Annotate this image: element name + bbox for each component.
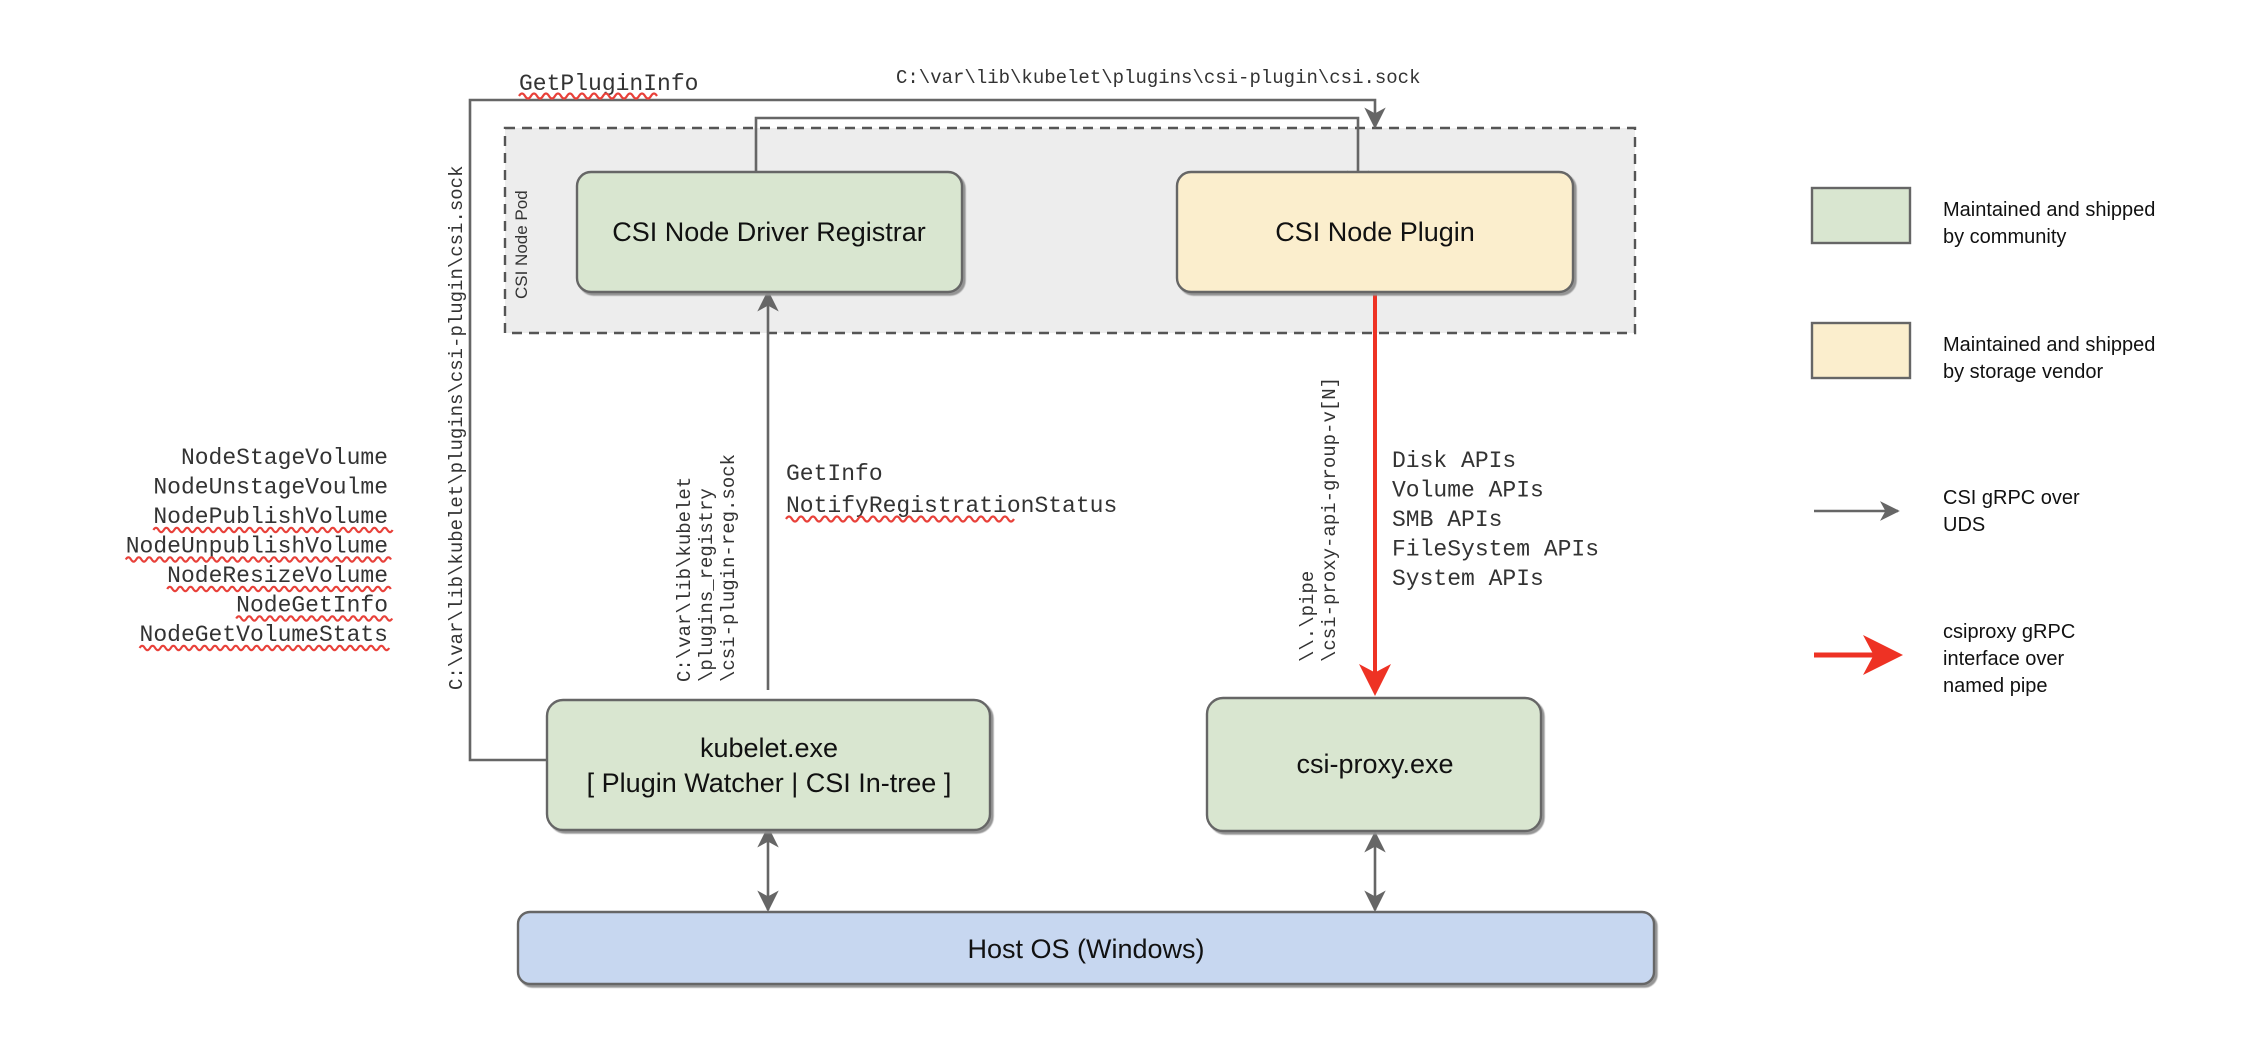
registry-path-line-2: \plugins_registry [696, 488, 718, 682]
node-csi-node-plugin[interactable]: CSI Node Plugin [1175, 170, 1575, 294]
legend-swatch-community-color [1810, 186, 1912, 245]
node-host-os[interactable]: Host OS (Windows) [516, 910, 1656, 986]
node-api-item: NodeUnstageVoulme [153, 475, 388, 501]
node-api-item-spellcheck-squiggle [152, 526, 394, 534]
legend-arrow-csiproxy-grpc-pipe: csiproxy gRPC interface over named pipe [1814, 621, 2075, 697]
node-api-item: NodeStageVolume [181, 445, 388, 471]
node-api-item-spellcheck-squiggle [235, 615, 394, 622]
named-pipe-line-2: \csi-proxy-api-group-v[N] [1319, 377, 1341, 662]
legend-arrow-csiproxy-grpc-pipe-line-1: csiproxy gRPC [1943, 621, 2075, 643]
csi-node-plugin-box[interactable] [1175, 170, 1575, 294]
csiproxy-api-item: Disk APIs [1392, 448, 1516, 474]
node-csi-node-driver-registrar[interactable]: CSI Node Driver Registrar [575, 170, 964, 294]
node-api-item: NodeGetVolumeStats [140, 622, 388, 648]
csi-node-pod-label: CSI Node Pod [512, 190, 531, 299]
node-csi-proxy-exe[interactable]: csi-proxy.exe [1205, 696, 1543, 833]
registrar-call-get-info: GetInfo [786, 461, 883, 487]
registry-path-line-1: C:\var\lib\kubelet [674, 477, 696, 682]
legend-swatch-community-line-2: by community [1943, 226, 2066, 248]
connector-get-plugin-info [468, 98, 1386, 762]
csiproxy-api-item: System APIs [1392, 566, 1544, 592]
host-os-box[interactable] [516, 910, 1656, 986]
node-api-item: NodeGetInfo [236, 593, 388, 619]
legend-arrow-csi-grpc-uds-line-1: CSI gRPC over [1943, 487, 2080, 509]
node-api-item: NodePublishVolume [153, 504, 388, 530]
legend-swatch-storage-vendor-color [1810, 321, 1912, 380]
legend-arrow-csi-grpc-uds: CSI gRPC over UDS [1814, 487, 2080, 536]
legend: Maintained and shipped by community Main… [1810, 186, 2155, 697]
get-plugin-info-label: GetPluginInfo [519, 71, 698, 97]
host-os-label: Host OS (Windows) [967, 934, 1204, 964]
named-pipe-line-1: \\.\pipe [1297, 571, 1319, 662]
legend-swatch-storage-vendor: Maintained and shipped by storage vendor [1810, 321, 2155, 383]
registrar-calls-group: GetInfo NotifyRegistrationStatus [785, 461, 1117, 523]
legend-swatch-community-line-1: Maintained and shipped [1943, 199, 2155, 221]
csi-sock-path-top-label: C:\var\lib\kubelet\plugins\csi-plugin\cs… [896, 67, 1421, 89]
kubelet-exe-box[interactable] [545, 698, 992, 832]
get-plugin-info-path [468, 98, 1386, 762]
legend-swatch-storage-vendor-line-1: Maintained and shipped [1943, 334, 2155, 356]
csi-node-driver-registrar-box[interactable] [575, 170, 964, 294]
csi-proxy-exe-box[interactable] [1205, 696, 1543, 833]
notify-registration-status-spellcheck-squiggle [785, 515, 1015, 523]
registry-path-vertical-group: C:\var\lib\kubelet \plugins_registry \cs… [674, 454, 740, 682]
registry-path-line-3: \csi-plugin-reg.sock [718, 454, 740, 682]
legend-swatch-community: Maintained and shipped by community [1810, 186, 2155, 248]
registrar-call-notify-registration-status: NotifyRegistrationStatus [786, 493, 1117, 519]
legend-arrow-csiproxy-grpc-pipe-line-2: interface over [1943, 648, 2065, 670]
node-service-api-list: NodeStageVolumeNodeUnstageVoulmeNodePubl… [124, 445, 394, 652]
node-api-item: NodeUnpublishVolume [126, 534, 388, 560]
csiproxy-api-item: SMB APIs [1392, 507, 1502, 533]
legend-arrow-csiproxy-grpc-pipe-line-3: named pipe [1943, 675, 2048, 697]
csi-proxy-exe-label: csi-proxy.exe [1296, 749, 1453, 779]
node-kubelet-exe[interactable]: kubelet.exe [ Plugin Watcher | CSI In-tr… [545, 698, 992, 832]
csi-sock-path-vertical-label: C:\var\lib\kubelet\plugins\csi-plugin\cs… [446, 166, 468, 691]
legend-swatch-storage-vendor-line-2: by storage vendor [1943, 361, 2103, 383]
node-api-item-spellcheck-squiggle [138, 644, 391, 652]
label-get-plugin-info-group: GetPluginInfo [518, 71, 698, 100]
node-api-item-spellcheck-squiggle [124, 556, 392, 563]
kubelet-exe-label-primary: kubelet.exe [700, 733, 838, 763]
csiproxy-api-item: Volume APIs [1392, 478, 1544, 504]
node-api-item-spellcheck-squiggle [166, 585, 392, 593]
node-api-item: NodeResizeVolume [167, 563, 388, 589]
get-plugin-info-spellcheck-squiggle [518, 92, 658, 100]
csi-node-driver-registrar-label: CSI Node Driver Registrar [612, 217, 926, 247]
csi-node-plugin-label: CSI Node Plugin [1275, 217, 1475, 247]
csiproxy-api-item: FileSystem APIs [1392, 537, 1599, 563]
kubelet-exe-label-secondary: [ Plugin Watcher | CSI In-tree ] [587, 768, 952, 798]
legend-arrow-csi-grpc-uds-line-2: UDS [1943, 514, 1985, 536]
named-pipe-vertical-group: \\.\pipe \csi-proxy-api-group-v[N] [1297, 377, 1341, 662]
